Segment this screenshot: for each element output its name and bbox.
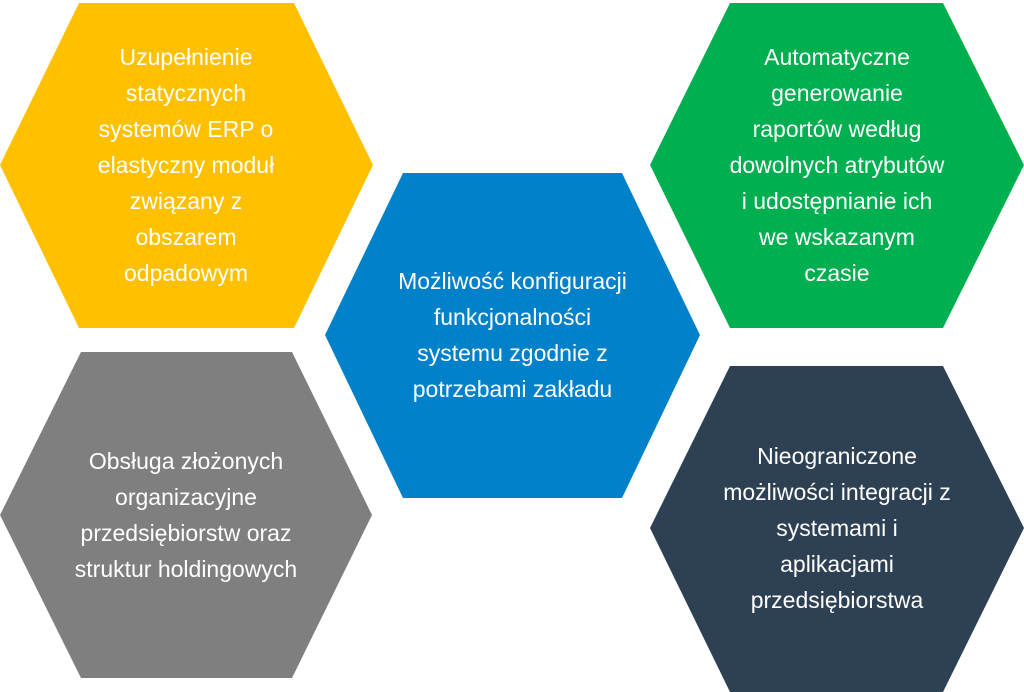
hexagon-erp-text: Uzupełnienie statycznych systemów ERP o …: [97, 44, 275, 286]
hexagon-integration: [650, 366, 1024, 692]
hexagon-reports-text: Automatyczne generowanie raportów według…: [729, 44, 945, 286]
hexagon-config: [325, 173, 700, 498]
hexagon-reports: [650, 3, 1024, 328]
hexagon-config-text: Możliwość konfiguracji funkcjonalności s…: [398, 268, 627, 402]
hexagon-holding-text: Obsługa złożonych organizacyjne przedsię…: [74, 448, 298, 582]
hexagon-integration-text: Nieograniczone możliwości integracji z s…: [723, 443, 951, 613]
hexagon-holding: [0, 352, 372, 678]
hexagon-erp: [0, 3, 373, 328]
